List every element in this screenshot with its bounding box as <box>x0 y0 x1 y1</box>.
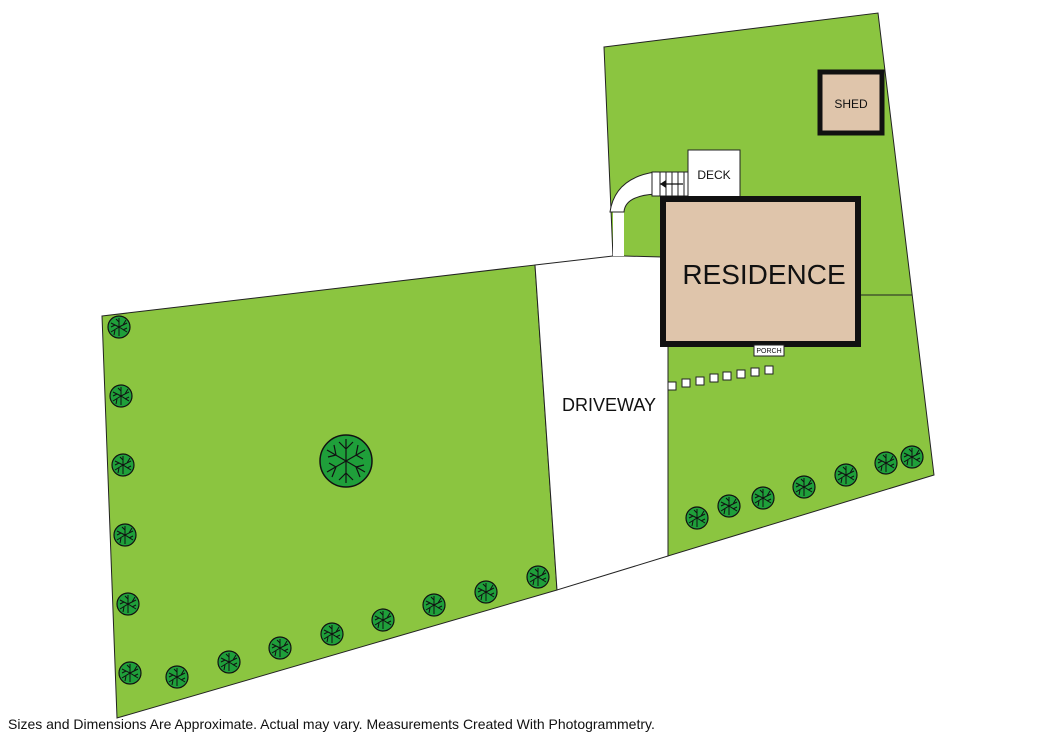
tree-icon <box>792 475 816 499</box>
residence <box>660 196 861 347</box>
stepping-stone <box>722 371 732 381</box>
tree-icon <box>900 445 924 469</box>
stepping-stone <box>709 373 719 383</box>
tree-icon <box>165 665 189 689</box>
tree-icon <box>526 565 550 589</box>
tree-icon <box>118 661 142 685</box>
tree-icon <box>217 650 241 674</box>
side-walkway <box>613 212 624 256</box>
deck-stairs <box>651 171 689 197</box>
tree-icon <box>113 523 137 547</box>
stepping-stone <box>681 378 691 388</box>
driveway-area <box>534 255 669 591</box>
large-tree-icon <box>319 434 373 488</box>
deck-label: DECK <box>697 168 730 182</box>
tree-icon <box>116 592 140 616</box>
tree-icon <box>751 486 775 510</box>
porch-label: PORCH <box>756 348 781 355</box>
tree-icon <box>320 622 344 646</box>
porch <box>753 344 785 357</box>
stepping-stone <box>750 367 760 377</box>
stepping-stone <box>764 365 774 375</box>
shed-label: SHED <box>834 97 868 111</box>
tree-icon <box>834 463 858 487</box>
tree-icon <box>109 384 133 408</box>
tree-icon <box>371 608 395 632</box>
stepping-stones <box>667 365 774 391</box>
tree-icon <box>717 494 741 518</box>
tree-icon <box>474 580 498 604</box>
front-lawn <box>101 264 558 719</box>
tree-icon <box>685 506 709 530</box>
tree-icon <box>111 453 135 477</box>
shed <box>817 69 885 136</box>
tree-icon <box>422 593 446 617</box>
tree-icon <box>268 636 292 660</box>
stepping-stone <box>667 381 677 391</box>
driveway-label: DRIVEWAY <box>562 395 656 415</box>
disclaimer-text: Sizes and Dimensions Are Approximate. Ac… <box>8 716 655 732</box>
stepping-stone <box>736 369 746 379</box>
tree-icon <box>107 315 131 339</box>
tree-icon <box>874 451 898 475</box>
stepping-stone <box>695 376 705 386</box>
residence-label: RESIDENCE <box>682 259 845 290</box>
